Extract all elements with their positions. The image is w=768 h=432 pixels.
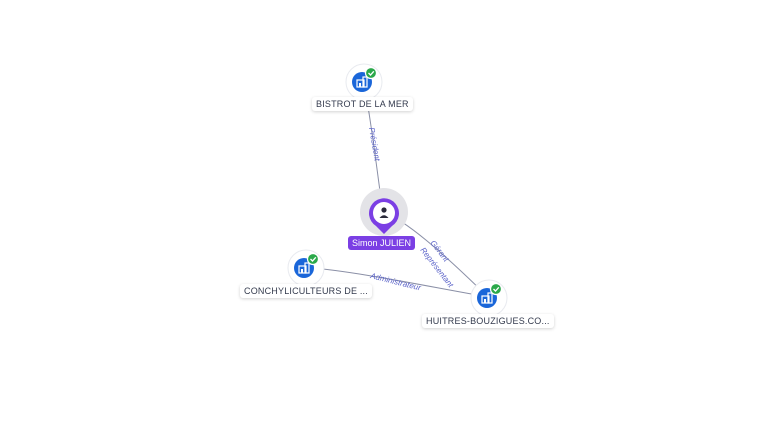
verified-badge [306,252,320,266]
check-icon [493,286,500,292]
building-icon [356,76,368,88]
company-node-bistrot[interactable] [345,63,383,101]
company-label-huitres[interactable]: HUITRES-BOUZIGUES.CO... [422,314,554,328]
company-label-conchyliculteurs[interactable]: CONCHYLICULTEURS DE ... [240,284,372,298]
company-node-huitres[interactable] [470,279,508,317]
company-label-bistrot[interactable]: BISTROT DE LA MER [312,97,413,111]
person-node[interactable] [360,188,408,236]
person-icon [379,207,389,218]
edge-label-administrateur: Administrateur [369,271,423,293]
person-label[interactable]: Simon JULIEN [348,236,416,250]
check-icon [310,256,317,262]
verified-badge [364,66,378,80]
company-node-conchyliculteurs[interactable] [287,249,325,287]
verified-badge [489,282,503,296]
edge-label-president: Président [367,127,382,163]
check-icon [368,70,375,76]
building-icon [481,292,493,304]
person-inner-disc [373,202,395,224]
building-icon [298,262,310,274]
